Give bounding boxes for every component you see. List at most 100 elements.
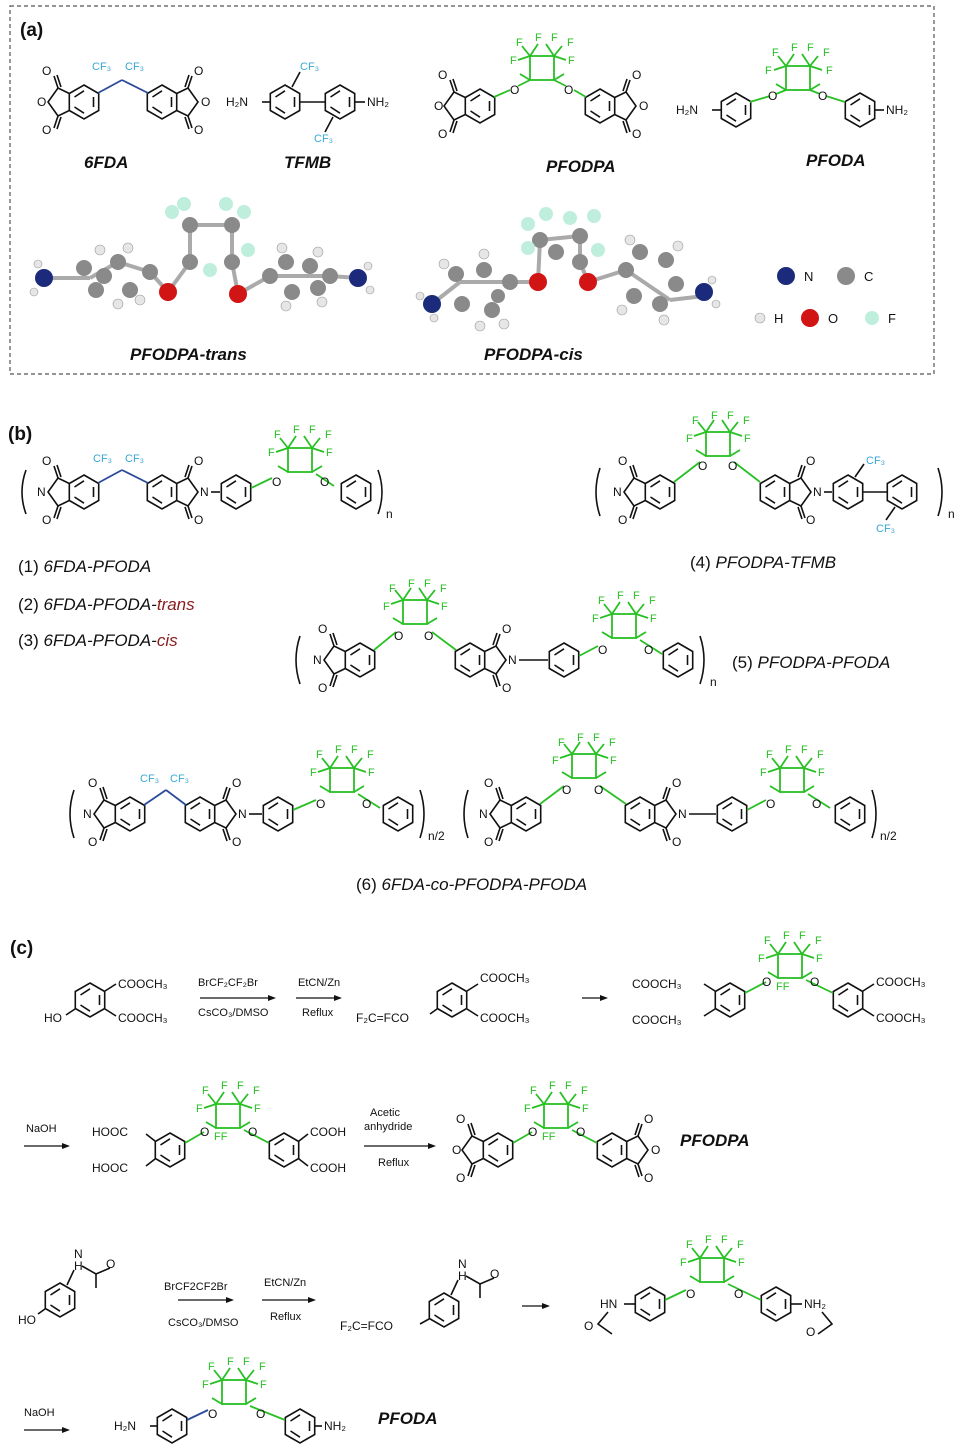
svg-text:O: O — [639, 99, 648, 113]
svg-text:O: O — [768, 89, 777, 103]
svg-text:O: O — [644, 1112, 653, 1126]
svg-text:O: O — [810, 975, 819, 989]
svg-text:F: F — [524, 1103, 531, 1115]
legend-h-marker — [754, 312, 766, 324]
svg-text:F: F — [268, 447, 275, 459]
svg-text:O: O — [576, 1125, 585, 1139]
svg-text:F: F — [758, 953, 765, 965]
svg-text:N: N — [238, 807, 247, 821]
svg-text:F: F — [738, 1257, 745, 1269]
svg-text:n: n — [948, 507, 955, 521]
svg-text:F: F — [783, 930, 790, 942]
svg-text:O: O — [320, 475, 329, 489]
svg-text:n/2: n/2 — [880, 829, 897, 843]
svg-text:F: F — [567, 37, 574, 49]
svg-text:Reflux: Reflux — [270, 1311, 302, 1323]
structure-pfoda: H₂N NH₂ O O F F F F F F — [676, 42, 908, 128]
panel-b-label: (b) — [8, 424, 32, 445]
svg-text:O: O — [316, 797, 325, 811]
svg-text:O: O — [434, 99, 443, 113]
svg-text:F: F — [764, 935, 771, 947]
svg-text:F: F — [765, 65, 772, 77]
svg-text:n: n — [710, 675, 717, 689]
svg-text:O: O — [42, 64, 51, 78]
panel-a-frame — [9, 5, 935, 375]
svg-text:O: O — [42, 454, 51, 468]
svg-text:H₂N: H₂N — [226, 95, 248, 109]
svg-text:H: H — [458, 1269, 467, 1283]
svg-text:CF₃: CF₃ — [93, 453, 112, 465]
svg-text:NH₂: NH₂ — [804, 1297, 826, 1311]
svg-text:COOCH₃: COOCH₃ — [632, 1013, 682, 1027]
svg-text:F: F — [383, 601, 390, 613]
svg-text:O: O — [686, 1287, 695, 1301]
svg-text:COOCH₃: COOCH₃ — [876, 1011, 926, 1025]
svg-text:CsCO₃/DMSO: CsCO₃/DMSO — [168, 1317, 239, 1329]
svg-text:COOCH₃: COOCH₃ — [118, 1011, 168, 1025]
svg-text:F: F — [552, 755, 559, 767]
svg-text:F: F — [610, 755, 617, 767]
svg-text:F: F — [202, 1085, 209, 1097]
svg-text:COOCH₃: COOCH₃ — [480, 1011, 530, 1025]
svg-text:F: F — [260, 1379, 267, 1391]
svg-text:N: N — [200, 485, 209, 499]
svg-text:O: O — [672, 835, 681, 849]
svg-text:O: O — [318, 622, 327, 636]
svg-text:N: N — [458, 1257, 467, 1271]
svg-text:F: F — [650, 613, 657, 625]
svg-text:COOCH₃: COOCH₃ — [876, 975, 926, 989]
svg-text:CF₃: CF₃ — [170, 773, 189, 785]
svg-text:CF₃: CF₃ — [866, 455, 885, 467]
polymer-pfodpa-tfmb: O O F F F F F F N N O O O O CF₃ CF₃ n — [595, 410, 955, 535]
svg-text:F: F — [196, 1103, 203, 1115]
svg-text:O: O — [632, 127, 641, 141]
svg-text:anhydride: anhydride — [364, 1121, 412, 1133]
svg-text:NaOH: NaOH — [26, 1123, 57, 1135]
svg-text:O: O — [452, 1143, 461, 1157]
svg-text:N: N — [804, 269, 813, 284]
svg-text:COOH: COOH — [310, 1125, 346, 1139]
svg-text:CF₃: CF₃ — [876, 523, 895, 535]
svg-text:O: O — [484, 776, 493, 790]
svg-text:F: F — [530, 1085, 537, 1097]
svg-text:F: F — [582, 1103, 589, 1115]
svg-text:F: F — [649, 595, 656, 607]
svg-text:F: F — [617, 590, 624, 602]
svg-text:EtCN/Zn: EtCN/Zn — [264, 1277, 306, 1289]
svg-text:O: O — [424, 629, 433, 643]
svg-text:N: N — [83, 807, 92, 821]
svg-text:F: F — [389, 583, 396, 595]
polymer-6fda-co-pfodpa-pfoda: CF₃ CF₃ N N O O O O O O F F F F F F n/2 … — [69, 732, 897, 849]
svg-text:F: F — [551, 32, 558, 44]
svg-text:F: F — [760, 767, 767, 779]
svg-text:NH₂: NH₂ — [886, 103, 908, 117]
svg-text:F: F — [705, 1234, 712, 1246]
svg-text:O: O — [456, 1112, 465, 1126]
polymer-2-label: (2) 6FDA-PFODA-trans — [18, 595, 195, 614]
svg-text:COOCH₃: COOCH₃ — [480, 971, 530, 985]
svg-text:O: O — [766, 797, 775, 811]
svg-text:COOCH₃: COOCH₃ — [632, 977, 682, 991]
svg-text:CF₃: CF₃ — [300, 61, 319, 73]
svg-text:N: N — [313, 653, 322, 667]
svg-text:F: F — [335, 744, 342, 756]
svg-text:O: O — [510, 83, 519, 97]
svg-text:F: F — [744, 433, 751, 445]
scheme-row-3: H N O HO BrCF2CF2Br CsCO₃/DMSO EtCN/Zn R… — [18, 1234, 834, 1339]
product-pfodpa: PFODPA — [680, 1131, 750, 1150]
svg-text:O: O — [502, 681, 511, 695]
svg-text:O: O — [818, 89, 827, 103]
svg-text:N: N — [678, 807, 687, 821]
svg-text:H₂N: H₂N — [114, 1419, 136, 1433]
svg-text:F: F — [351, 744, 358, 756]
svg-text:F: F — [227, 1356, 234, 1368]
svg-text:O: O — [194, 513, 203, 527]
svg-text:F: F — [221, 1080, 228, 1092]
svg-text:BrCF2CF2Br: BrCF2CF2Br — [164, 1281, 228, 1293]
svg-text:O: O — [618, 513, 627, 527]
svg-text:O: O — [484, 835, 493, 849]
svg-text:HOOC: HOOC — [92, 1125, 128, 1139]
svg-text:O: O — [672, 776, 681, 790]
svg-text:F: F — [743, 415, 750, 427]
